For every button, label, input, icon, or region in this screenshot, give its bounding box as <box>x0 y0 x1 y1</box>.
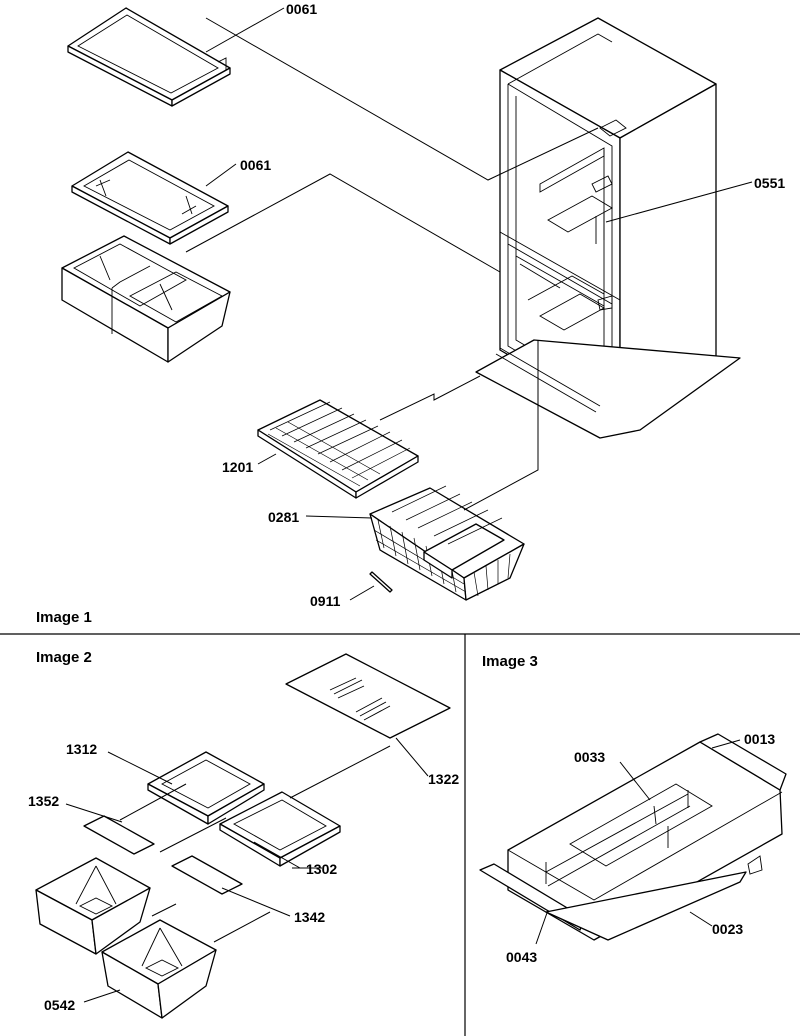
shelf-top-0061 <box>67 7 231 107</box>
label-1352: 1352 <box>28 793 59 809</box>
label-0281: 0281 <box>268 509 299 525</box>
leader-lines-image2 <box>65 737 429 1003</box>
label-0033: 0033 <box>574 749 605 765</box>
caption-image-3: Image 3 <box>482 653 538 670</box>
label-0061-top: 0061 <box>286 1 317 17</box>
label-0013: 0013 <box>744 731 775 747</box>
label-0542: 0542 <box>44 997 75 1013</box>
strip-1352 <box>83 815 155 855</box>
frame-1302 <box>219 791 341 867</box>
wire-basket-0281 <box>369 485 525 601</box>
glass-panel-1322 <box>285 653 451 739</box>
label-0061-second: 0061 <box>240 157 271 173</box>
caption-image-1: Image 1 <box>36 609 92 626</box>
shelf-assembly-image3 <box>479 733 787 941</box>
label-1312: 1312 <box>66 741 97 757</box>
wire-shelf-1201 <box>257 399 419 499</box>
refrigerator-cabinet <box>475 17 741 439</box>
pan-right-0542 <box>101 919 217 1019</box>
caption-image-2: Image 2 <box>36 649 92 666</box>
label-1302: 1302 <box>306 861 337 877</box>
leader-lines-image3 <box>535 739 741 945</box>
label-1342: 1342 <box>294 909 325 925</box>
crisper-drawers <box>61 235 231 363</box>
frame-1312 <box>147 751 265 825</box>
label-1201: 1201 <box>222 459 253 475</box>
leader-lines-image1 <box>185 7 753 601</box>
strip-1342 <box>171 855 243 895</box>
shelf-second-0061 <box>71 151 229 245</box>
rod-0911 <box>369 571 393 593</box>
label-0043: 0043 <box>506 949 537 965</box>
label-0551: 0551 <box>754 175 785 191</box>
label-1322: 1322 <box>428 771 459 787</box>
label-0911: 0911 <box>310 593 341 609</box>
label-0023: 0023 <box>712 921 743 937</box>
pan-left-0542 <box>35 857 151 955</box>
